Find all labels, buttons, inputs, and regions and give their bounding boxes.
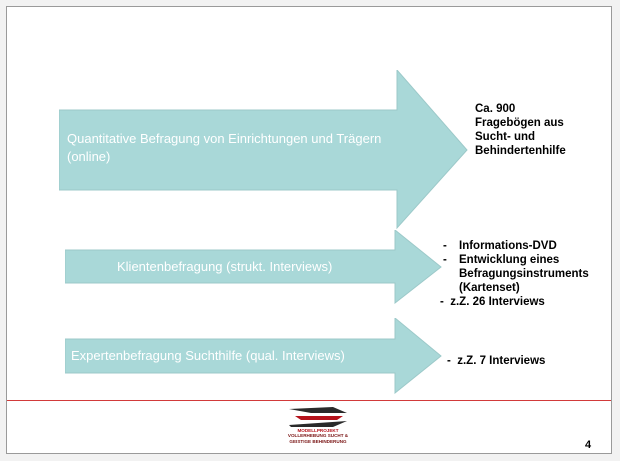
bullet-text: Befragungsinstruments: [459, 268, 589, 280]
arrow-label: Expertenbefragung Suchthilfe (qual. Inte…: [71, 347, 345, 365]
logo-line: MODELLPROJEKT: [297, 428, 339, 433]
list-item: - Entwicklung eines: [443, 253, 589, 267]
logo-line: VOLLERHEBUNG SUCHT &: [287, 433, 349, 439]
slide: Quantitative Befragung von Einrichtungen…: [6, 6, 612, 454]
arrow-label: Klientenbefragung (strukt. Interviews): [117, 258, 332, 276]
arrow-expert-survey: Expertenbefragung Suchthilfe (qual. Inte…: [65, 318, 445, 394]
list-item: - Informations-DVD: [443, 239, 589, 253]
list-item: - z.Z. 26 Interviews: [440, 296, 545, 308]
page-number: 4: [585, 439, 592, 451]
note-line: Behindertenhilfe: [475, 145, 566, 157]
arrow-label-text: Klientenbefragung (strukt. Interviews): [117, 259, 333, 274]
logo-text: MODELLPROJEKT VOLLERHEBUNG SUCHT & GEIST…: [281, 428, 355, 444]
note-middle: - Informations-DVD - Entwicklung eines B…: [440, 239, 589, 309]
note-line: Fragebögen aus: [475, 117, 564, 129]
arrow-shape: [65, 230, 442, 304]
arrow-label-text: Expertenbefragung Suchthilfe (qual. Inte…: [71, 348, 345, 363]
arrow-shape: [59, 70, 468, 230]
project-logo: MODELLPROJEKT VOLLERHEBUNG SUCHT & GEIST…: [281, 405, 355, 451]
list-item: Befragungsinstruments: [443, 267, 589, 281]
arrow-shape: [65, 318, 442, 394]
logo-line: GEISTIGE BEHINDERUNG: [289, 438, 347, 444]
bullet-mark: [443, 281, 459, 295]
arrow-quantitative-survey: Quantitative Befragung von Einrichtungen…: [59, 70, 469, 230]
footer-divider: [7, 400, 611, 401]
note-top: Ca. 900 Fragebögen aus Sucht- und Behind…: [475, 102, 566, 158]
list-item: (Kartenset): [443, 281, 589, 295]
arrow-client-survey: Klientenbefragung (strukt. Interviews): [65, 230, 445, 304]
bullet-text: Informations-DVD: [459, 240, 557, 252]
bullet-text: (Kartenset): [459, 282, 520, 294]
bullet-mark: [443, 267, 459, 281]
note-line: Ca. 900: [475, 103, 516, 115]
note-bottom: - z.Z. 7 Interviews: [447, 355, 546, 367]
note-line: Sucht- und: [475, 131, 536, 143]
bullet-text: Entwicklung eines: [459, 254, 560, 266]
arrow-label-text: Quantitative Befragung von Einrichtungen…: [67, 131, 382, 164]
arrow-label: Quantitative Befragung von Einrichtungen…: [67, 130, 397, 166]
bullet-mark: -: [443, 240, 447, 252]
logo-arrows-icon: [289, 407, 347, 427]
bullet-mark: -: [443, 254, 447, 266]
